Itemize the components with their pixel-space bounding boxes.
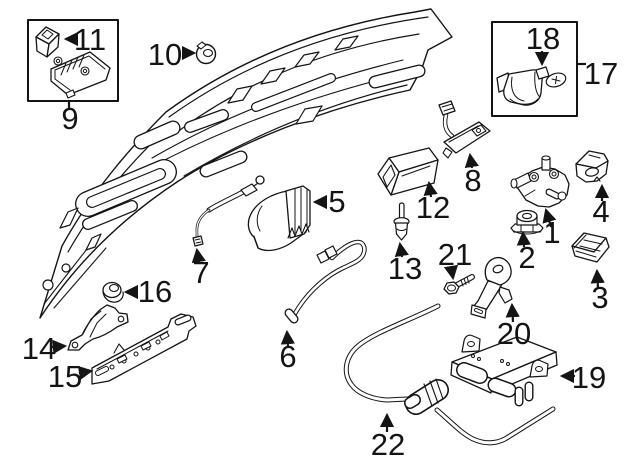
callout-leaders xyxy=(51,31,610,432)
callout-20: 20 xyxy=(497,316,531,351)
callout-17: 17 xyxy=(584,56,618,91)
callout-5: 5 xyxy=(328,184,345,219)
part-18-bulb xyxy=(535,66,567,88)
callout-4: 4 xyxy=(592,194,609,229)
inset-box-license-lamp xyxy=(491,21,578,117)
part-17-lamp-housing xyxy=(496,69,543,106)
callout-11: 11 xyxy=(74,22,106,57)
callout-14: 14 xyxy=(22,331,56,366)
callout-7: 7 xyxy=(192,255,209,290)
callout-10: 10 xyxy=(148,37,182,72)
part-5-boot-cover xyxy=(247,185,311,252)
callout-12: 12 xyxy=(416,190,450,225)
part-6-cable xyxy=(284,239,367,324)
callout-13: 13 xyxy=(388,251,422,286)
liftgate-panel xyxy=(39,8,453,319)
callout-18: 18 xyxy=(526,21,560,56)
part-12-latch-cover xyxy=(377,147,439,196)
part-10-grommet xyxy=(195,41,217,65)
part-16-grommet xyxy=(102,281,124,303)
part-20-bracket xyxy=(470,256,513,319)
part-11-switch xyxy=(35,26,60,58)
part-19-control-module xyxy=(450,334,558,407)
part-9-release-switch-unit xyxy=(50,51,111,99)
callout-3: 3 xyxy=(591,280,608,315)
part-8-release-handle xyxy=(438,100,491,159)
part-15-reinforcement-rail xyxy=(91,313,197,385)
callout-2: 2 xyxy=(518,240,535,275)
callout-19: 19 xyxy=(572,360,606,395)
part-7-release-cable xyxy=(192,175,265,247)
callout-numbers: 1 2 3 4 5 6 7 8 9 10 11 12 13 14 15 16 1… xyxy=(22,21,618,462)
callout-6: 6 xyxy=(279,339,296,374)
part-3-striker-wedge xyxy=(571,232,610,263)
part-21-bolt xyxy=(443,274,475,295)
part-22-wiring-harness xyxy=(343,303,556,446)
callout-22: 22 xyxy=(371,427,405,462)
callout-16: 16 xyxy=(138,274,172,309)
part-4-bracket xyxy=(575,150,609,183)
callout-15: 15 xyxy=(48,359,82,394)
callout-8: 8 xyxy=(464,163,481,198)
part-13-stud-pin xyxy=(393,202,410,241)
callout-21: 21 xyxy=(438,237,472,272)
part-2-flanged-nut xyxy=(510,209,544,235)
callout-1: 1 xyxy=(543,215,560,250)
callout-9: 9 xyxy=(61,101,78,136)
part-14-bracket xyxy=(67,304,129,351)
part-1-latch-assembly xyxy=(510,155,570,208)
